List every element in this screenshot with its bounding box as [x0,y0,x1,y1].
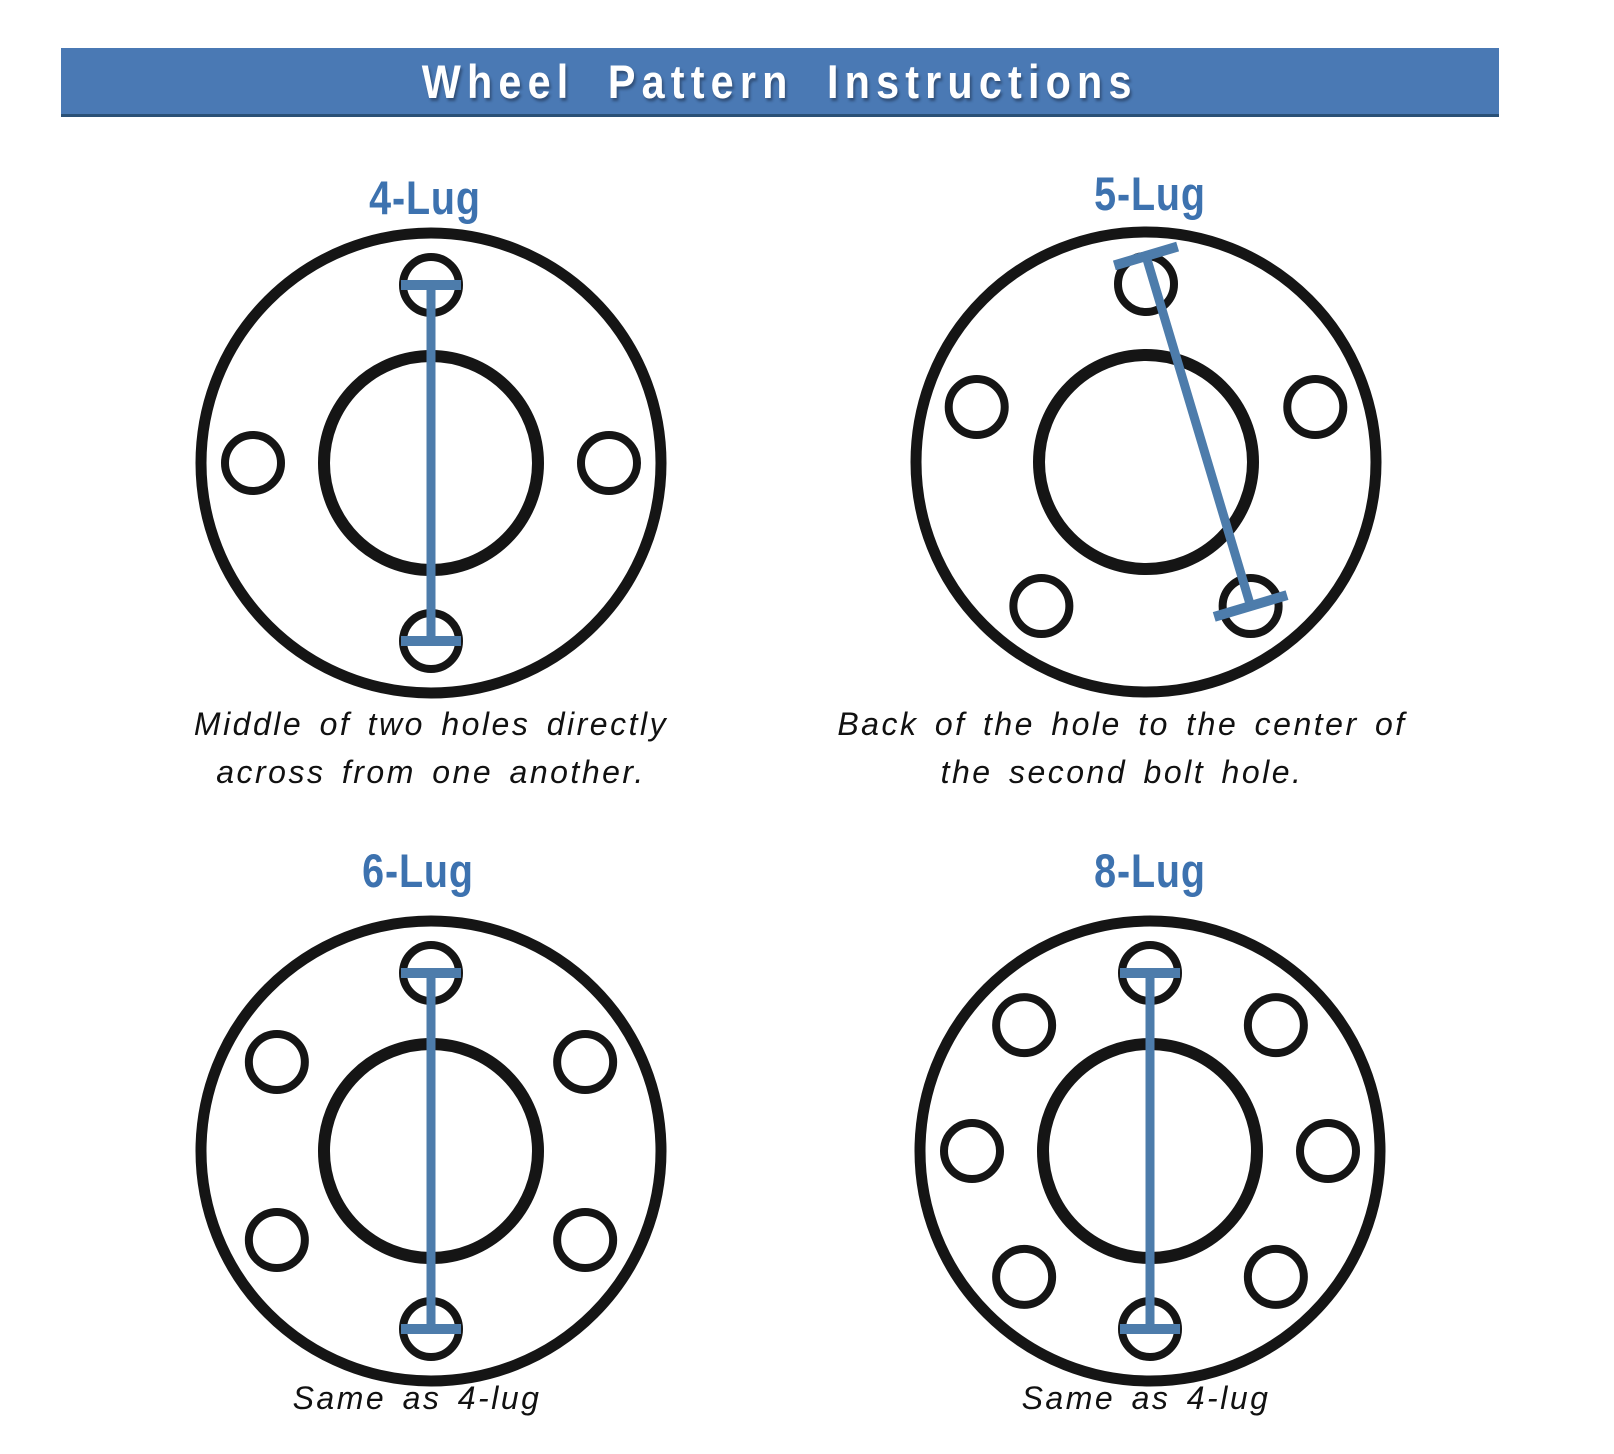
caption-line: across from one another. [216,754,646,790]
caption-5-lug: Back of the hole to the center of the sec… [822,700,1422,796]
header-banner: Wheel Pattern Instructions [61,48,1499,117]
caption-6-lug: Same as 4-lug [167,1374,667,1422]
caption-line: the second bolt hole. [940,754,1304,790]
caption-4-lug: Middle of two holes directly across from … [131,700,731,796]
wheel-diagram-6-lug [195,915,667,1387]
caption-line: Same as 4-lug [1021,1380,1271,1416]
diagram-title-4-lug: 4-Lug [369,171,481,224]
wheel-diagram-5-lug [910,226,1382,698]
diagram-title-8-lug: 8-Lug [1094,844,1206,897]
wheel-diagram-8-lug [914,915,1386,1387]
page-title: Wheel Pattern Instructions [422,54,1138,108]
caption-line: Middle of two holes directly [193,706,669,742]
wheel-diagram-4-lug [195,227,667,699]
diagram-title-6-lug: 6-Lug [362,844,474,897]
caption-line: Same as 4-lug [292,1380,542,1416]
diagram-title-5-lug: 5-Lug [1094,167,1206,220]
caption-line: Back of the hole to the center of [837,706,1407,742]
caption-8-lug: Same as 4-lug [896,1374,1396,1422]
